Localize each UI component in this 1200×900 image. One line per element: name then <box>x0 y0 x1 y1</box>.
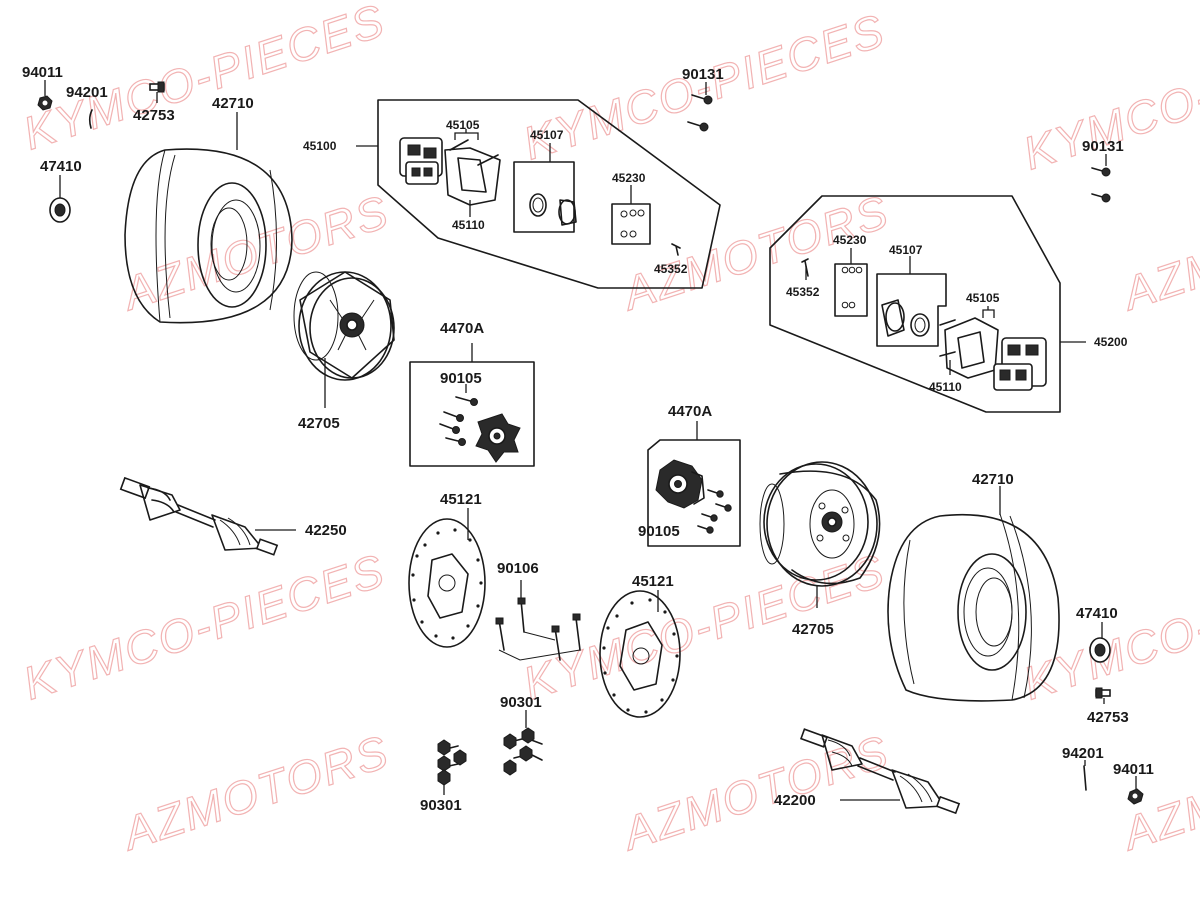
label-4470A-left: 4470A <box>440 320 484 337</box>
hub-4470A-left <box>409 343 535 467</box>
label-42710-right: 42710 <box>972 471 1014 488</box>
label-47410-right: 47410 <box>1076 605 1118 622</box>
watermark-kymco-top: KYMCO-PIECES <box>17 0 391 160</box>
hub-4470A-right <box>647 421 741 547</box>
label-45230-top: 45230 <box>612 171 646 185</box>
label-45105-right: 45105 <box>966 291 1000 305</box>
stud-42753-right <box>1095 687 1111 699</box>
label-42200: 42200 <box>774 792 816 809</box>
label-45200: 45200 <box>1094 335 1128 349</box>
pin-94201-left <box>88 109 93 129</box>
label-94201-left: 94201 <box>66 84 108 101</box>
label-94011-left: 94011 <box>22 64 63 81</box>
rim-42705-right <box>759 461 881 587</box>
watermark-kymco-lower-mid: KYMCO-PIECES <box>517 544 891 710</box>
bolts-90131-top <box>687 94 713 132</box>
label-45121-left: 45121 <box>440 491 482 508</box>
axle-42250 <box>119 476 279 556</box>
watermark-kymco-lower-right: KYMCO-PIECES <box>1017 544 1200 710</box>
watermark-az-lower-mid: AZMOTORS <box>614 725 895 861</box>
label-47410-left: 47410 <box>40 158 82 175</box>
watermark-az-upper-right: AZMOTORS <box>1114 185 1200 321</box>
nut-94011-left <box>37 95 53 111</box>
bolts-90106 <box>495 580 581 661</box>
label-45352-top: 45352 <box>654 262 688 276</box>
label-90131-top: 90131 <box>682 66 724 83</box>
tire-42710-right <box>887 513 1060 702</box>
brake-disc-45121-right <box>599 590 681 718</box>
rim-42705-left <box>293 271 395 381</box>
label-45110-top: 45110 <box>452 218 485 232</box>
label-90131-right: 90131 <box>1082 138 1124 155</box>
tire-42710-left <box>124 148 293 324</box>
label-4470A-right: 4470A <box>668 403 712 420</box>
label-90105-right: 90105 <box>638 523 680 540</box>
label-94201-right: 94201 <box>1062 745 1104 762</box>
caliper-assembly-45100 <box>377 99 721 289</box>
nuts-90301-mid <box>503 710 543 776</box>
cap-47410-left <box>49 197 71 223</box>
label-94011-right: 94011 <box>1113 761 1154 778</box>
label-45105-top: 45105 <box>446 118 480 132</box>
label-45230-right: 45230 <box>833 233 867 247</box>
label-90105-left: 90105 <box>440 370 482 387</box>
label-90301-low: 90301 <box>420 797 462 814</box>
watermark-az-lower-right: AZMOTORS <box>1114 725 1200 861</box>
label-42250: 42250 <box>305 522 347 539</box>
label-45107-top: 45107 <box>530 128 564 142</box>
nut-94011-right <box>1127 788 1144 805</box>
caliper-assembly-45200 <box>769 195 1061 413</box>
label-42705-right: 42705 <box>792 621 834 638</box>
watermark-az-lower-left: AZMOTORS <box>114 725 395 861</box>
axle-42200 <box>799 728 961 815</box>
watermark-kymco-lower-left: KYMCO-PIECES <box>17 544 391 710</box>
label-45107-right: 45107 <box>889 243 923 257</box>
label-42753-right: 42753 <box>1087 709 1129 726</box>
label-42705-left: 42705 <box>298 415 340 432</box>
pin-94201-right <box>1083 765 1087 791</box>
label-45121-right: 45121 <box>632 573 674 590</box>
watermark-kymco-top-mid: KYMCO-PIECES <box>517 4 891 170</box>
label-42753-left: 42753 <box>133 107 175 124</box>
label-42710-left: 42710 <box>212 95 254 112</box>
label-45352-right: 45352 <box>786 285 820 299</box>
bolts-90131-right <box>1091 167 1111 203</box>
label-45110-right: 45110 <box>929 380 962 394</box>
label-90106: 90106 <box>497 560 539 577</box>
cap-47410-right <box>1089 637 1111 663</box>
nuts-90301-low <box>437 739 467 786</box>
watermark-layer: KYMCO-PIECES KYMCO-PIECES KYMCO-PIECES A… <box>16 0 1200 861</box>
brake-disc-45121-left <box>408 518 486 648</box>
watermark-az-upper-mid: AZMOTORS <box>614 185 895 321</box>
label-90301-mid: 90301 <box>500 694 542 711</box>
stud-42753-left <box>149 81 165 93</box>
label-45100: 45100 <box>303 139 337 153</box>
